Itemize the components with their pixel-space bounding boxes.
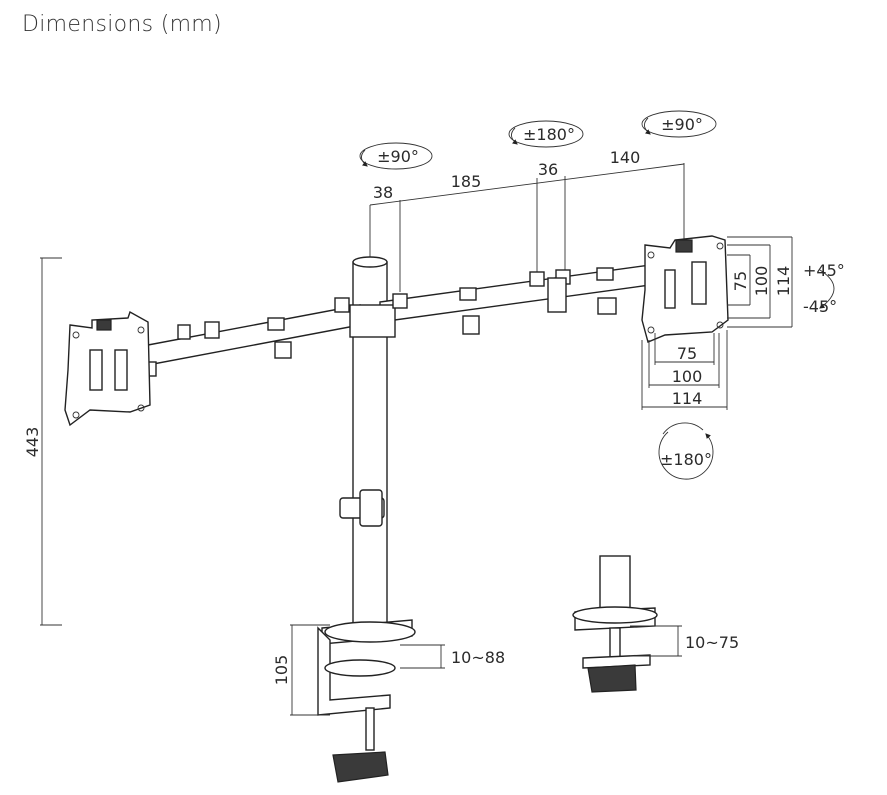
- svg-text:±90°: ±90°: [661, 115, 703, 134]
- vesa-h-75: 75: [677, 344, 697, 363]
- arm-dimension-chain: 38 185 36 140: [369, 148, 685, 292]
- rotation-left-head-icon: ±90°: [359, 142, 433, 170]
- dim-36: 36: [538, 160, 558, 179]
- rotation-bottom-icon: ±180°: [658, 422, 714, 480]
- clamp-height-label: 105: [272, 655, 291, 686]
- rotation-right-head-icon: ±90°: [641, 110, 717, 138]
- tilt-indicator: +45° -45°: [803, 261, 845, 316]
- vesa-v-100: 100: [752, 266, 771, 297]
- vesa-h-114: 114: [672, 389, 703, 408]
- left-vesa-plate: [64, 310, 151, 427]
- right-vesa-plate: [641, 235, 729, 343]
- svg-text:±180°: ±180°: [660, 450, 712, 469]
- dim-38: 38: [373, 183, 393, 202]
- vesa-v-114: 114: [774, 266, 793, 297]
- grommet-base: [572, 555, 658, 693]
- vesa-h-100: 100: [672, 367, 703, 386]
- vesa-v-75: 75: [731, 271, 750, 291]
- dim-140: 140: [610, 148, 641, 167]
- arm-assembly: [139, 264, 651, 377]
- page-title: Dimensions (mm): [22, 12, 222, 37]
- rotation-middle-joint-icon: ±180°: [508, 120, 584, 148]
- clamp-range-label: 10~88: [451, 648, 505, 667]
- height-label: 443: [23, 427, 42, 458]
- svg-text:±90°: ±90°: [377, 147, 419, 166]
- vesa-horizontal-dimensions: 75 100 114: [641, 330, 728, 410]
- tilt-down-label: -45°: [803, 297, 837, 316]
- tilt-up-label: +45°: [803, 261, 845, 280]
- height-dimension: 443: [23, 257, 62, 626]
- grommet-dimensions: 10~75: [630, 625, 739, 657]
- svg-text:±180°: ±180°: [523, 125, 575, 144]
- c-clamp-base: [317, 619, 416, 783]
- dim-185: 185: [451, 172, 482, 191]
- grommet-range-label: 10~75: [685, 633, 739, 652]
- clamp-dimensions: 105 10~88: [272, 624, 505, 716]
- vesa-vertical-dimensions: 75 100 114: [727, 236, 793, 328]
